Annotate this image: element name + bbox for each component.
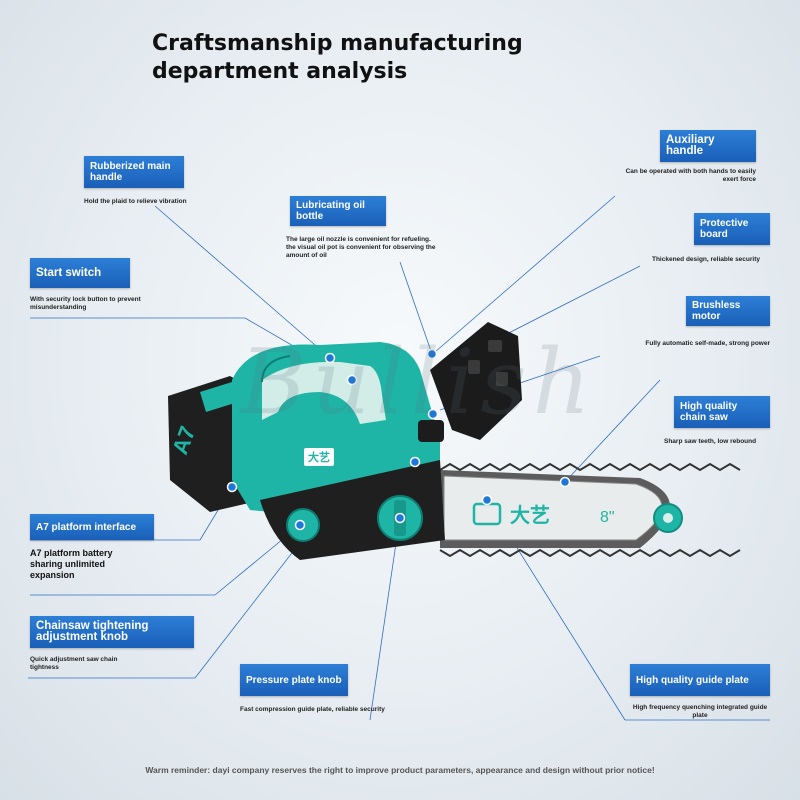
- callout-guide-plate-label: High quality guide plate: [630, 664, 770, 696]
- callout-a7-interface-label: A7 platform interface: [30, 514, 154, 540]
- title-line-2: department analysis: [152, 59, 408, 84]
- oil-bottle-cap: [418, 420, 444, 442]
- callout-brushless-motor-desc: Fully automatic self-made, strong power: [645, 340, 770, 347]
- callout-tightening-knob-desc: Quick adjustment saw chain tightness: [30, 656, 118, 671]
- callout-auxiliary-handle-label: Auxiliary handle: [660, 130, 756, 162]
- callout-rubberized-handle-label: Rubberized main handle: [84, 156, 184, 188]
- callout-start-switch-label: Start switch: [30, 258, 130, 288]
- callout-pressure-plate-label: Pressure plate knob: [240, 664, 348, 696]
- title-line-1: Craftsmanship manufacturing: [152, 31, 523, 56]
- chainsaw-body: 大艺: [232, 342, 445, 560]
- callout-protective-board-label: Protective board: [694, 213, 770, 245]
- bar-size-text: 8": [600, 509, 615, 526]
- callout-dots: [226, 348, 571, 531]
- callout-a7-interface-desc: A7 platform battery sharing unlimited ex…: [30, 548, 113, 580]
- callout-start-switch-desc: With security lock button to prevent mis…: [30, 296, 141, 311]
- callout-auxiliary-handle-desc: Can be operated with both hands to easil…: [625, 168, 756, 183]
- footer-disclaimer: Warm reminder: dayi company reserves the…: [145, 765, 655, 775]
- body-brand-text: 大艺: [308, 450, 330, 464]
- watermark-text: Bullish: [240, 330, 597, 435]
- page-title: Craftsmanship manufacturing department a…: [152, 30, 523, 86]
- callout-lubricating-oil-label: Lubricating oil bottle: [290, 196, 386, 226]
- callout-chain-saw-desc: Sharp saw teeth, low rebound: [664, 438, 757, 445]
- saw-chain: [439, 462, 741, 558]
- callout-tightening-knob-label: Chainsaw tightening adjustment knob: [30, 616, 194, 648]
- callout-pressure-plate-desc: Fast compression guide plate, reliable s…: [240, 706, 385, 713]
- callout-rubberized-handle-desc: Hold the plaid to relieve vibration: [84, 198, 187, 205]
- callout-chain-saw-label: High quality chain saw: [674, 396, 770, 428]
- callout-brushless-motor-label: Brushless motor: [686, 296, 770, 326]
- guide-bar: 大艺 8": [440, 470, 683, 548]
- callout-guide-plate-desc: High frequency quenching integrated guid…: [632, 704, 768, 719]
- callout-lubricating-oil-desc: The large oil nozzle is convenient for r…: [286, 236, 436, 259]
- callout-protective-board-desc: Thickened design, reliable security: [651, 256, 760, 263]
- bar-brand-text: 大艺: [510, 504, 550, 527]
